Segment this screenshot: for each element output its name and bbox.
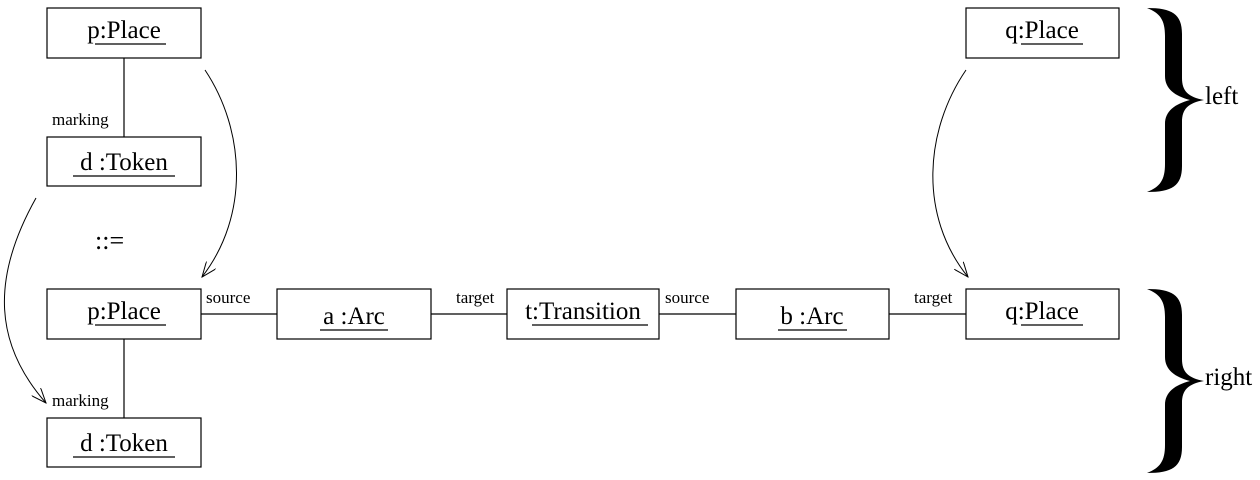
left-marking-label: marking xyxy=(52,110,109,129)
source-label-p-a: source xyxy=(206,288,250,307)
t-transition-prefix: t: xyxy=(525,298,539,325)
right-marking-label: marking xyxy=(52,391,109,410)
right-d-token-name: Token xyxy=(106,430,169,457)
svg-text:p:Place: p:Place xyxy=(87,298,161,325)
left-p-place-node: p:Place xyxy=(46,7,202,59)
right-q-place-name: Place xyxy=(1025,298,1079,325)
a-arc-node: a :Arc xyxy=(276,288,432,340)
svg-text:d :Token: d :Token xyxy=(80,149,168,176)
target-label-a-t: target xyxy=(456,288,495,307)
svg-text:t:Transition: t:Transition xyxy=(525,298,641,325)
left-p-place-prefix: p: xyxy=(87,17,106,44)
left-side-label: left xyxy=(1205,83,1238,110)
right-side-label: right xyxy=(1205,364,1252,391)
left-d-token-prefix: d : xyxy=(80,149,106,176)
target-label-b-q: target xyxy=(914,288,953,307)
left-q-place-node: q:Place xyxy=(965,7,1120,59)
svg-text:q:Place: q:Place xyxy=(1005,298,1079,325)
b-arc-label: b :Arc xyxy=(780,303,843,330)
left-p-place-name: Place xyxy=(107,17,161,44)
right-p-place-name: Place xyxy=(107,298,161,325)
map-arrow-p-place xyxy=(202,69,237,277)
svg-text:q:Place: q:Place xyxy=(1005,17,1079,44)
map-arrow-d-token xyxy=(3,197,46,403)
t-transition-node: t:Transition xyxy=(506,288,660,340)
map-arrow-q-place xyxy=(932,69,968,277)
right-q-place-prefix: q: xyxy=(1005,298,1024,325)
left-d-token-node: d :Token xyxy=(46,136,202,187)
right-side-brace xyxy=(1147,289,1204,473)
rule-operator: ::= xyxy=(95,226,124,255)
t-transition-name: Transition xyxy=(539,298,641,325)
right-p-place-node: p:Place xyxy=(46,288,202,340)
left-q-place-prefix: q: xyxy=(1005,17,1024,44)
svg-text:p:Place: p:Place xyxy=(87,17,161,44)
right-d-token-prefix: d : xyxy=(80,430,106,457)
a-arc-label: a :Arc xyxy=(323,303,385,330)
left-d-token-name: Token xyxy=(106,149,169,176)
left-side-brace xyxy=(1147,8,1204,192)
right-p-place-prefix: p: xyxy=(87,298,106,325)
source-label-t-b: source xyxy=(665,288,709,307)
b-arc-node: b :Arc xyxy=(735,288,890,340)
left-q-place-name: Place xyxy=(1025,17,1079,44)
right-q-place-node: q:Place xyxy=(965,288,1120,340)
svg-text:d :Token: d :Token xyxy=(80,430,168,457)
right-d-token-node: d :Token xyxy=(46,417,202,468)
